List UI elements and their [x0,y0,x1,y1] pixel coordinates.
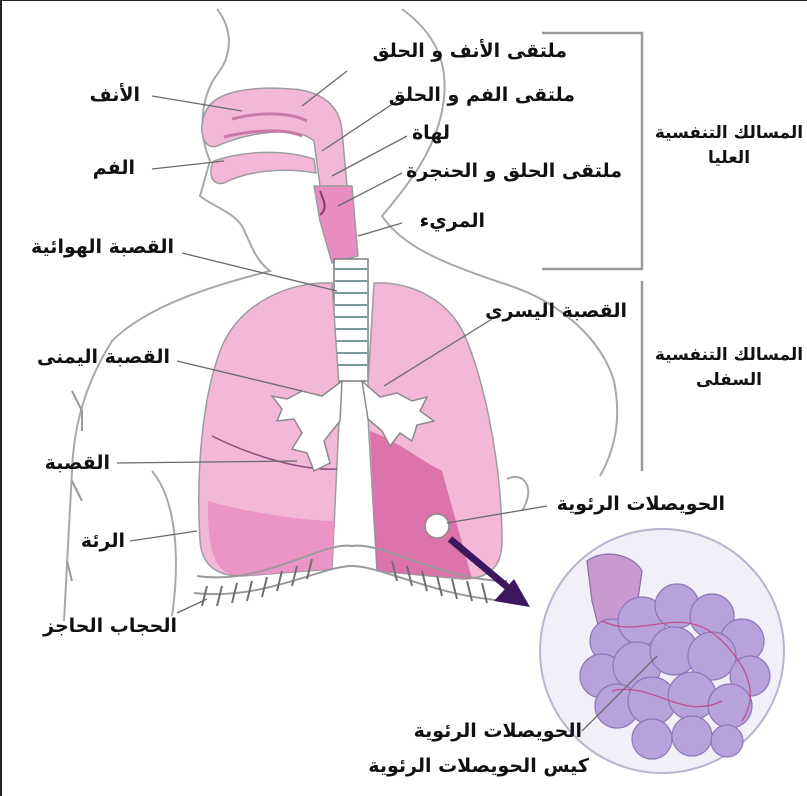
oral-cavity-shape [211,152,316,183]
bracket-lines [67,391,82,581]
upper-airway [202,88,358,263]
trachea-shape [334,259,368,381]
label-alveoli-bottom: الحويصلات الرئوية [414,721,582,743]
label-alveolar-sac: كيس الحويصلات الرئوية [368,756,589,778]
label-nose: الأنف [90,85,140,107]
group-upper-respiratory-tract: المسالك التنفسية العليا [654,121,804,170]
label-bronchus: القصبة [45,453,110,475]
label-laryngopharynx: ملتقى الحلق و الحنجرة [406,161,622,183]
label-lung: الرئة [81,531,125,553]
upper-tract-bracket [542,33,642,269]
label-right-bronchus: القصبة اليمنى [37,347,170,369]
label-nasopharynx: ملتقى الأنف و الحلق [373,41,567,63]
label-epiglottis: لهاة [412,123,450,145]
label-oropharynx: ملتقى الفم و الحلق [389,85,575,107]
label-mouth: الفم [93,158,135,180]
label-diaphragm: الحجاب الحاجز [43,616,177,638]
label-esophagus: المريء [420,211,485,233]
group-lower-respiratory-tract: المسالك التنفسية السفلى [654,343,804,392]
label-alveoli-top: الحويصلات الرئوية [557,494,725,516]
label-left-bronchus: القصبة اليسرى [485,301,627,323]
label-trachea: القصبة الهوائية [31,237,174,259]
larynx-shape [314,186,358,263]
